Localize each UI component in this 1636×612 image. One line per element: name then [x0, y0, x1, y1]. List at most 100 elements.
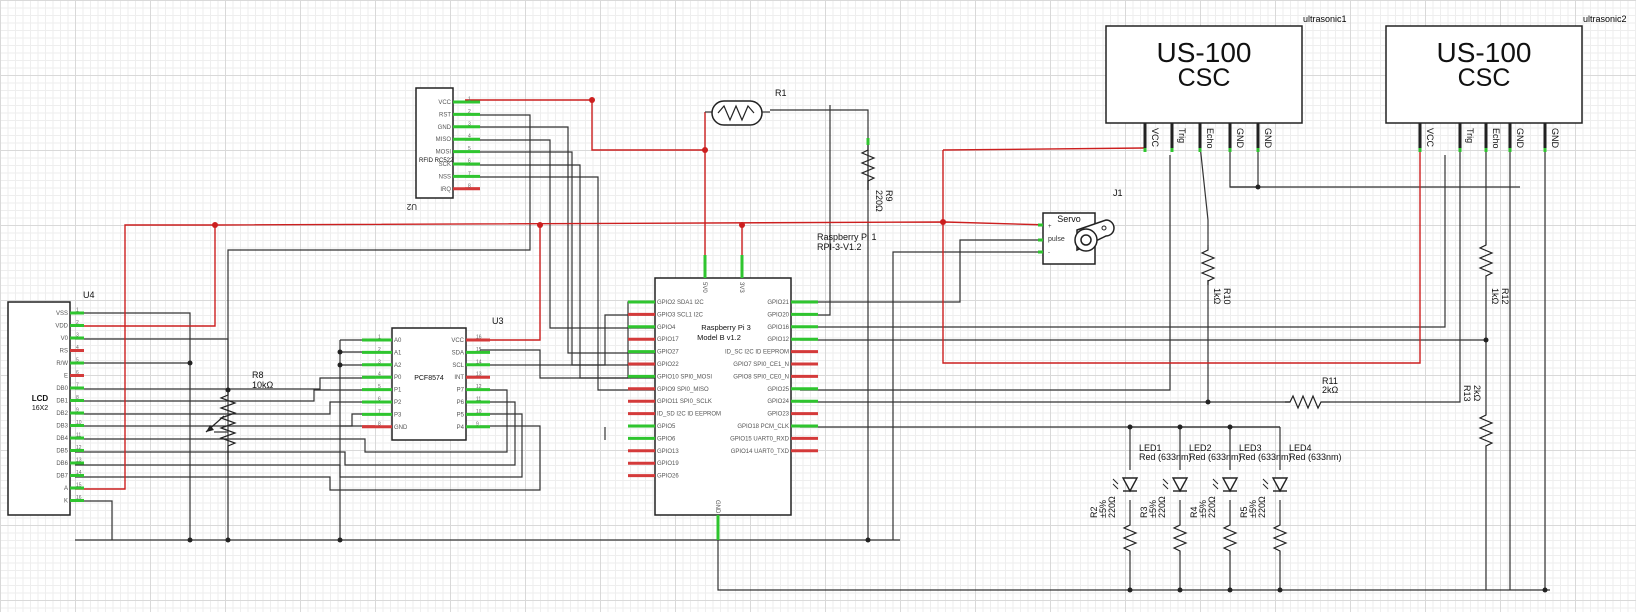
rpi-left-pin: ID_SD I2C ID EEPROM — [657, 412, 721, 418]
rfid-module[interactable]: RFID RC522 U2 VCC1RST2GND3MISO4MOSI5SCK6… — [406, 87, 480, 211]
pcf-right-pin: P5 — [457, 412, 465, 418]
svg-text:15: 15 — [476, 347, 482, 353]
rpi-pin-5v: 5V0 — [701, 282, 707, 293]
servo-pin-pulse: pulse — [1048, 236, 1065, 243]
rpi-left-pin: GPIO13 — [657, 449, 679, 455]
svg-text:10: 10 — [76, 420, 82, 426]
ultrasonic-sensor-1[interactable]: ultrasonic1 US-100 CSC VCC Trig Echo GND… — [1105, 14, 1347, 152]
rpi-right-pin: GPIO8 SPI0_CE0_N — [733, 374, 789, 380]
resistor-r9[interactable]: R9 220Ω — [860, 138, 894, 212]
rfid-pin-vcc: VCC — [438, 100, 451, 106]
svg-text:6: 6 — [76, 370, 79, 376]
svg-text:16: 16 — [476, 335, 482, 341]
pcf-right-pin: P4 — [457, 425, 465, 431]
lcd-pin-4: R/W — [56, 361, 68, 367]
svg-text:16: 16 — [76, 495, 82, 501]
rpi-left-pin: GPIO10 SPI0_MOSI — [657, 374, 712, 380]
svg-text:8: 8 — [468, 183, 471, 189]
rpi-right-pin: GPIO20 — [767, 312, 789, 318]
pcf-right-pin: VCC — [451, 338, 464, 344]
svg-text:7: 7 — [378, 409, 381, 415]
lcd-pin-13: DB7 — [56, 474, 68, 480]
rpi-left-pin: GPIO27 — [657, 350, 679, 356]
svg-text:12: 12 — [476, 384, 482, 390]
rfid-pin-miso: MISO — [436, 137, 452, 143]
resistor-ref: R5 — [1239, 506, 1249, 518]
svg-text:14: 14 — [476, 359, 482, 365]
lcd-pin-2: V0 — [61, 336, 69, 342]
pcf-right-pin: SDA — [452, 350, 464, 356]
pcf-right-pin: P6 — [457, 400, 465, 406]
lcd-display[interactable]: U4 LCD 16X2 VSS1VDD2V03RS4R/W5E6DB07DB18… — [7, 290, 95, 516]
photoresistor-r1[interactable]: R1 — [705, 88, 787, 126]
raspberry-pi[interactable]: Raspberry Pi 1 RPI-3-V1.2 Raspberry Pi 3… — [628, 232, 877, 540]
resistor-value: 220Ω — [1207, 496, 1217, 518]
lcd-sub: 16X2 — [32, 405, 48, 412]
resistor-value: 220Ω — [1157, 496, 1167, 518]
svg-text:5: 5 — [468, 146, 471, 152]
resistor-ref: R2 — [1089, 506, 1099, 518]
rpi-right-pin: GPIO7 SPI0_CE1_N — [733, 362, 789, 368]
resistor-r3[interactable]: R3±5%220Ω — [1139, 496, 1188, 555]
resistor-r2[interactable]: R2±5%220Ω — [1089, 496, 1138, 555]
lcd-pin-15: K — [64, 499, 68, 505]
pcf-left-pin: P0 — [394, 375, 402, 381]
rpi-right-pin: GPIO23 — [767, 412, 789, 418]
pcf-body — [391, 327, 467, 441]
rpi-body — [654, 277, 792, 516]
pcf-left-pin: P3 — [394, 412, 402, 418]
lcd-pin-14: A — [64, 486, 68, 492]
r13-ref: R13 — [1462, 385, 1472, 402]
led-value: Red (633nm) — [1139, 452, 1192, 462]
svg-text:2: 2 — [76, 320, 79, 326]
pcf8574-expander[interactable]: U3 PCF8574 A01A12A23P04P15P26P37GND8VCC1… — [362, 316, 504, 441]
rpi-left-pin: GPIO26 — [657, 474, 679, 480]
resistor-ref: R4 — [1189, 506, 1199, 518]
lcd-pin-6: DB0 — [56, 386, 68, 392]
rfid-pin-mosi: MOSI — [436, 150, 452, 156]
lcd-ref: U4 — [83, 290, 95, 300]
servo-j1[interactable]: J1 Servo + pulse - — [1038, 188, 1123, 265]
ultrasonic-1-pin-2: Echo — [1205, 128, 1215, 149]
resistor-r12[interactable]: R12 1kΩ — [1478, 240, 1510, 305]
resistor-r5[interactable]: R5±5%220Ω — [1239, 496, 1288, 555]
resistor-r4[interactable]: R4±5%220Ω — [1189, 496, 1238, 555]
rpi-ref: Raspberry Pi 1 — [817, 232, 877, 242]
ultrasonic-2-pin-1: Trig — [1465, 128, 1475, 143]
potentiometer-r8[interactable]: R8 10kΩ — [205, 370, 274, 460]
r8-value: 10kΩ — [252, 380, 274, 390]
rpi-pin-gnd: GND — [714, 500, 720, 514]
svg-text:3: 3 — [378, 359, 381, 365]
ultrasonic-1-body — [1105, 25, 1303, 124]
pcf-left-pin: A0 — [394, 338, 402, 344]
r1-ref: R1 — [775, 88, 787, 98]
lcd-pins: VSS1VDD2V03RS4R/W5E6DB07DB18DB29DB310DB4… — [55, 308, 84, 505]
led-ref: LED3 — [1239, 443, 1262, 453]
ultrasonic-sensor-2[interactable]: ultrasonic2 US-100 CSC VCC Trig Echo GND… — [1385, 14, 1627, 152]
rpi-left-pin: GPIO19 — [657, 461, 679, 467]
lcd-body — [7, 301, 71, 516]
rfid-pin-rst: RST — [439, 112, 451, 118]
svg-text:3: 3 — [76, 333, 79, 339]
resistor-r13[interactable]: R13 2kΩ — [1462, 385, 1494, 450]
rfid-name: RFID RC522 — [419, 158, 454, 164]
resistor-value: 220Ω — [1257, 496, 1267, 518]
svg-text:7: 7 — [76, 383, 79, 389]
svg-text:4: 4 — [76, 345, 79, 351]
svg-text:8: 8 — [378, 421, 381, 427]
resistor-tol: ±5% — [1148, 500, 1158, 518]
r10-ref: R10 — [1222, 288, 1232, 305]
resistor-r11[interactable]: R11 2kΩ — [1285, 376, 1339, 410]
rpi-right-pin: GPIO24 — [767, 399, 789, 405]
rfid-pin-sck: SCK — [439, 162, 451, 168]
rpi-right-pin: GPIO12 — [767, 337, 789, 343]
led-ref: LED4 — [1289, 443, 1312, 453]
resistor-r10[interactable]: R10 1kΩ — [1200, 245, 1232, 305]
rpi-title-2: Model B v1.2 — [697, 333, 741, 342]
pcf-ref: U3 — [492, 316, 504, 326]
